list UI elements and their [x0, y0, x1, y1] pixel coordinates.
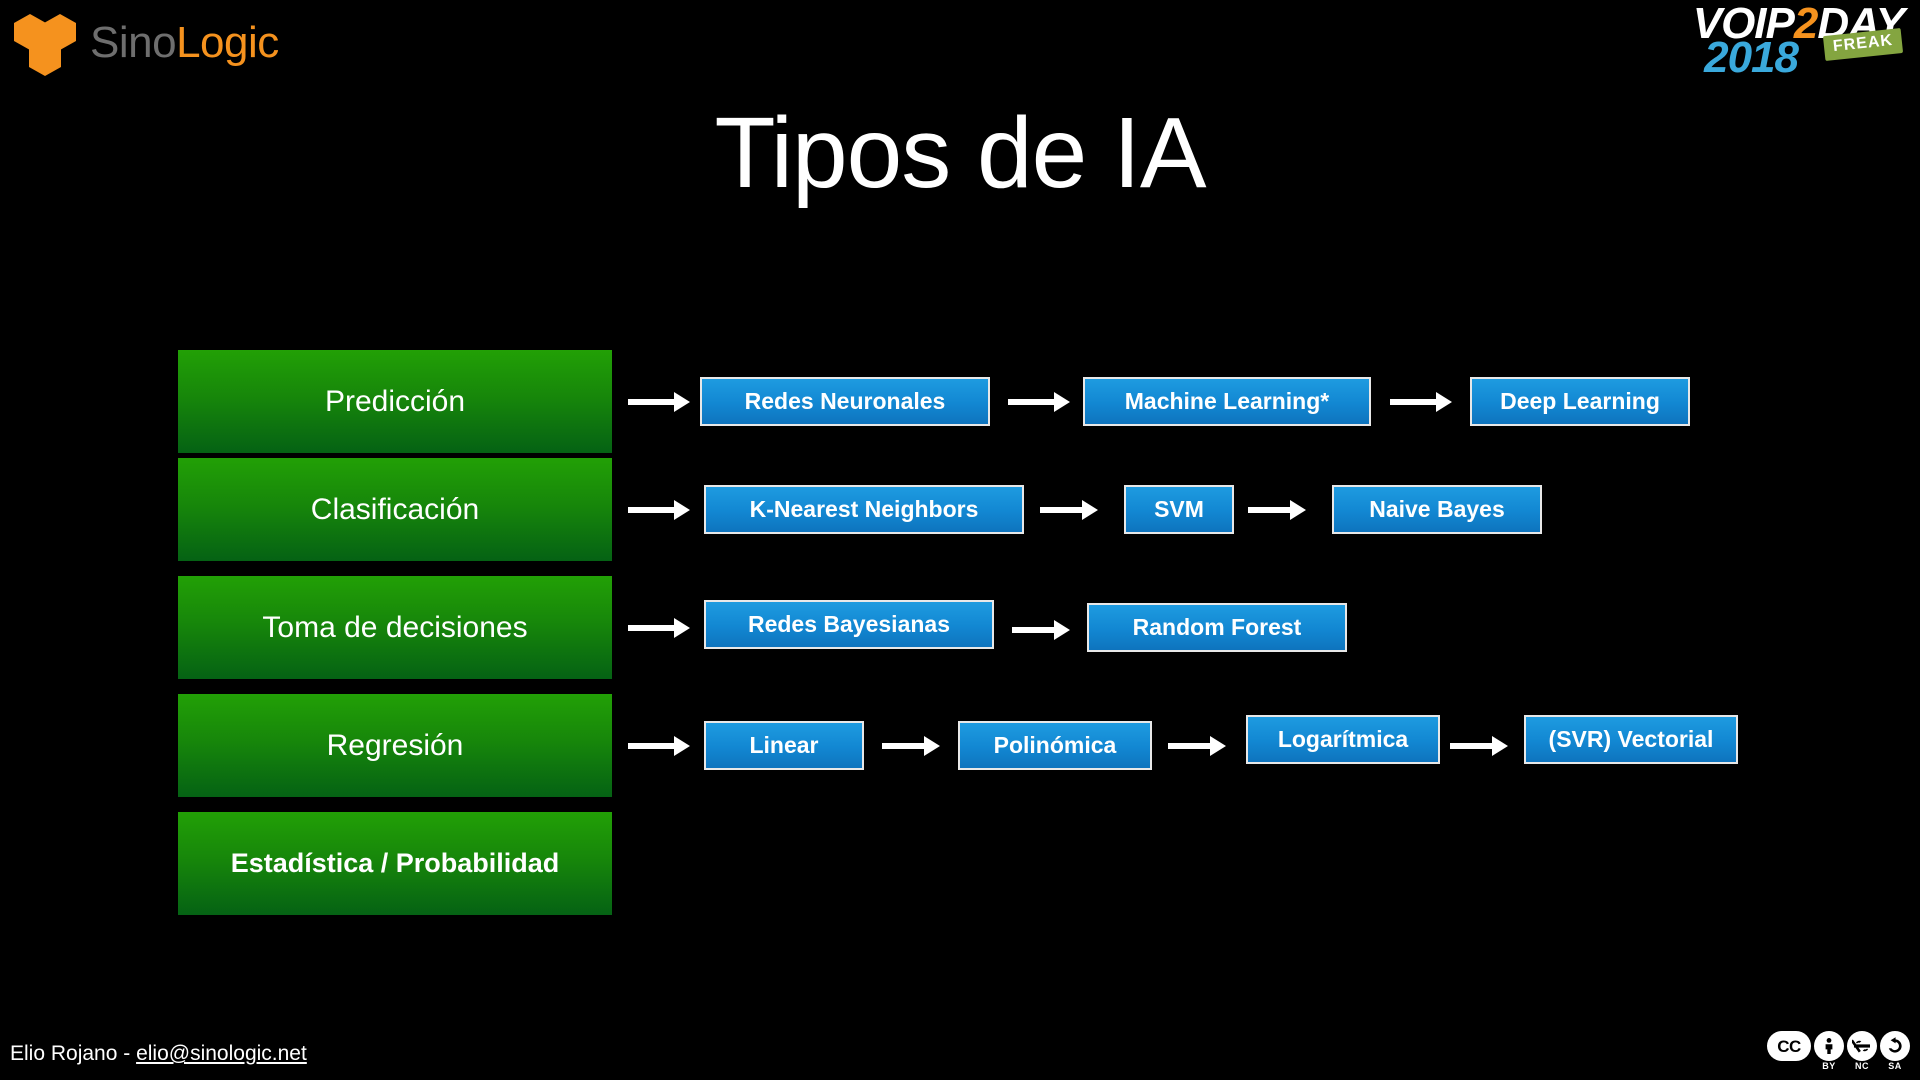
arrow-shaft — [628, 743, 675, 749]
arrow-head — [1436, 392, 1452, 412]
leaf-box-naive-bayes[interactable]: Naive Bayes — [1332, 485, 1542, 534]
sinologic-wordmark-logic: Logic — [176, 18, 279, 67]
footer-author: Elio Rojano - — [10, 1042, 137, 1065]
arrow-head — [674, 500, 690, 520]
category-label: Predicción — [324, 384, 466, 418]
arrow-shaft — [1040, 507, 1083, 513]
arrow-icon — [1012, 620, 1070, 640]
sinologic-wordmark-sino: Sino — [90, 18, 177, 67]
arrow-head — [1054, 392, 1070, 412]
arrow-shaft — [628, 507, 675, 513]
category-label: Estadística / Probabilidad — [230, 848, 560, 878]
category-box-toma-de-decisiones[interactable]: Toma de decisiones — [178, 576, 612, 679]
leaf-box-redes-bayesianas[interactable]: Redes Bayesianas — [704, 600, 994, 649]
arrow-icon — [1450, 736, 1508, 756]
leaf-box-machine-learning[interactable]: Machine Learning* — [1083, 377, 1371, 426]
sinologic-logo: SinoLogic — [14, 8, 279, 78]
leaf-box-polinomica[interactable]: Polinómica — [958, 721, 1152, 770]
arrow-shaft — [1248, 507, 1291, 513]
leaf-label: SVM — [1154, 496, 1204, 522]
arrow-shaft — [628, 625, 675, 631]
leaf-box-deep-learning[interactable]: Deep Learning — [1470, 377, 1690, 426]
leaf-label: (SVR) Vectorial — [1548, 726, 1714, 752]
voip2day-logo: VOIP2DAY 2018 FREAK — [1610, 2, 1910, 88]
cc-label-by: BY — [1822, 1061, 1836, 1071]
category-label: Regresión — [326, 728, 464, 762]
sinologic-wordmark: SinoLogic — [90, 21, 279, 65]
arrow-shaft — [882, 743, 925, 749]
arrow-shaft — [1450, 743, 1493, 749]
category-box-regresion[interactable]: Regresión — [178, 694, 612, 797]
cc-circle-sa — [1880, 1031, 1910, 1061]
leaf-box-random-forest[interactable]: Random Forest — [1087, 603, 1347, 652]
footer-credit: Elio Rojano - elio@sinologic.net — [10, 1042, 307, 1066]
arrow-head — [1210, 736, 1226, 756]
cc-by-icon: BY — [1814, 1031, 1844, 1072]
category-label: Clasificación — [310, 492, 480, 526]
arrow-icon — [1248, 500, 1306, 520]
voip2day-wordmark: VOIP2DAY — [1692, 0, 1905, 48]
hexagon-mark-icon — [14, 12, 76, 76]
arrow-icon — [1390, 392, 1452, 412]
arrow-shaft — [1008, 399, 1055, 405]
cc-nc-icon: NC — [1847, 1031, 1877, 1072]
voip2day-two: 2 — [1793, 0, 1819, 48]
leaf-label: Machine Learning* — [1124, 388, 1330, 414]
arrow-head — [1082, 500, 1098, 520]
arrow-head — [674, 736, 690, 756]
voip2day-voip: VOIP — [1692, 0, 1795, 48]
arrow-shaft — [1390, 399, 1437, 405]
leaf-box-svr-vectorial[interactable]: (SVR) Vectorial — [1524, 715, 1738, 764]
cc-circle-by — [1814, 1031, 1844, 1061]
arrow-icon — [882, 736, 940, 756]
leaf-label: Deep Learning — [1500, 388, 1660, 414]
arrow-shaft — [1012, 627, 1055, 633]
arrow-head — [1290, 500, 1306, 520]
arrow-icon — [628, 392, 690, 412]
footer-email-link[interactable]: elio@sinologic.net — [136, 1042, 307, 1065]
cc-logo-icon: CC — [1767, 1031, 1811, 1072]
leaf-box-redes-neuronales[interactable]: Redes Neuronales — [700, 377, 990, 426]
leaf-label: K-Nearest Neighbors — [749, 496, 979, 522]
arrow-head — [1492, 736, 1508, 756]
arrow-shaft — [628, 399, 675, 405]
leaf-label: Random Forest — [1132, 614, 1302, 640]
arrow-shaft — [1168, 743, 1211, 749]
leaf-box-linear[interactable]: Linear — [704, 721, 864, 770]
creative-commons-badge[interactable]: CC BY NC — [1767, 1031, 1910, 1072]
cc-label-sa: SA — [1888, 1061, 1902, 1071]
category-box-clasificacion[interactable]: Clasificación — [178, 458, 612, 561]
category-box-estadistica-probabilidad[interactable]: Estadística / Probabilidad — [178, 812, 612, 915]
leaf-label: Naive Bayes — [1369, 496, 1505, 522]
cc-sa-icon: SA — [1880, 1031, 1910, 1072]
arrow-head — [924, 736, 940, 756]
leaf-label: Logarítmica — [1277, 726, 1409, 752]
arrow-icon — [628, 500, 690, 520]
leaf-box-svm[interactable]: SVM — [1124, 485, 1234, 534]
arrow-icon — [1168, 736, 1226, 756]
voip2day-year: 2018 — [1704, 33, 1799, 82]
page-title: Tipos de IA — [714, 97, 1206, 209]
leaf-box-knn[interactable]: K-Nearest Neighbors — [704, 485, 1024, 534]
leaf-label: Redes Bayesianas — [747, 611, 950, 637]
arrow-icon — [1008, 392, 1070, 412]
cc-circle-nc — [1847, 1031, 1877, 1061]
ai-types-diagram: Predicción Redes Neuronales Machine Lear… — [0, 340, 1920, 940]
leaf-label: Polinómica — [993, 732, 1117, 758]
cc-circle-cc: CC — [1767, 1031, 1811, 1061]
arrow-icon — [628, 736, 690, 756]
arrow-icon — [1040, 500, 1098, 520]
arrow-head — [674, 392, 690, 412]
arrow-head — [674, 618, 690, 638]
arrow-head — [1054, 620, 1070, 640]
leaf-label: Redes Neuronales — [744, 388, 946, 414]
leaf-label: Linear — [749, 732, 819, 758]
category-label: Toma de decisiones — [262, 610, 528, 644]
arrow-icon — [628, 618, 690, 638]
category-box-prediccion[interactable]: Predicción — [178, 350, 612, 453]
leaf-box-logaritmica[interactable]: Logarítmica — [1246, 715, 1440, 764]
cc-label-nc: NC — [1855, 1061, 1869, 1071]
